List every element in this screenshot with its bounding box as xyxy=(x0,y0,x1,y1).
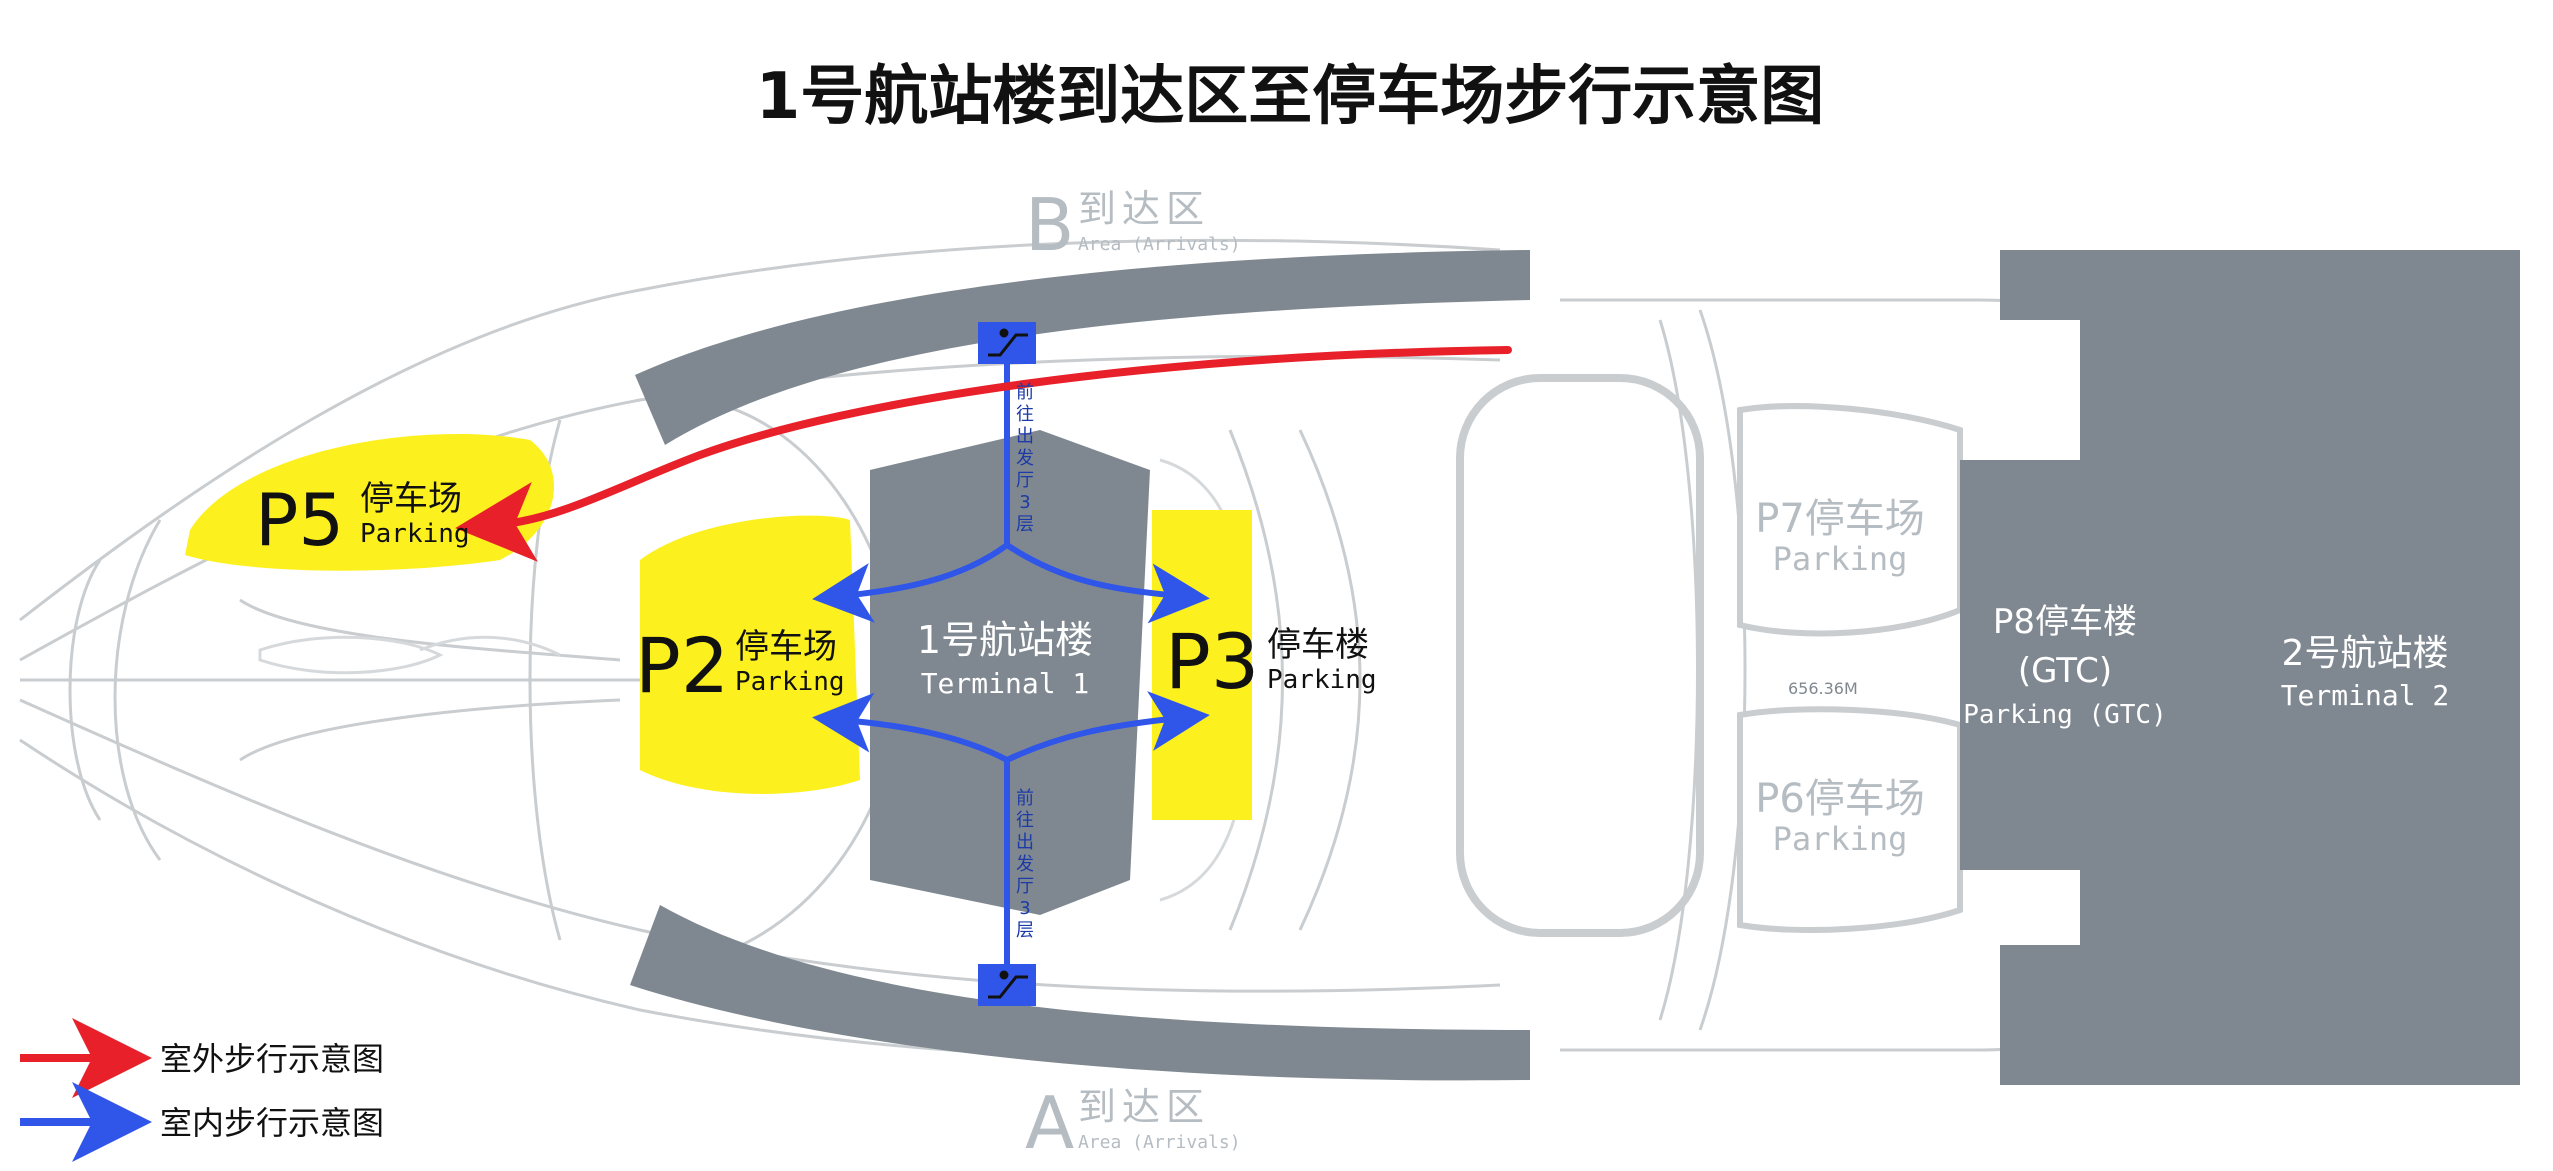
svg-text:发: 发 xyxy=(1016,854,1034,875)
svg-text:厅: 厅 xyxy=(1016,470,1034,491)
svg-text:前: 前 xyxy=(1016,788,1034,809)
central-loop-road xyxy=(1456,374,1704,937)
page-title: 1号航站楼到达区至停车场步行示意图 xyxy=(756,60,1825,134)
escalator-top xyxy=(978,322,1036,364)
svg-text:B: B xyxy=(1025,183,1074,267)
svg-text:P8停车楼: P8停车楼 xyxy=(1993,602,2137,642)
svg-text:Parking (GTC): Parking (GTC) xyxy=(1963,700,2167,730)
svg-text:厅: 厅 xyxy=(1016,876,1034,897)
terminal-buildings xyxy=(630,250,2520,1085)
svg-text:Parking: Parking xyxy=(1773,820,1908,858)
escalator-note-bottom: 前 往 出 发 厅 3 层 xyxy=(1016,788,1034,941)
legend-indoor: 室内步行示意图 xyxy=(20,1082,384,1162)
svg-text:Area (Arrivals): Area (Arrivals) xyxy=(1078,234,1241,255)
svg-text:前: 前 xyxy=(1016,382,1034,403)
svg-text:Parking: Parking xyxy=(735,667,845,697)
p3-label: P3 停车楼 Parking xyxy=(1165,617,1377,706)
p5-label: P5 停车场 Parking xyxy=(255,478,470,562)
p7-lot-outline xyxy=(1737,403,1963,637)
escalator-icon xyxy=(988,970,1028,999)
svg-text:Area (Arrivals): Area (Arrivals) xyxy=(1078,1132,1241,1153)
escalator-bottom xyxy=(978,964,1036,1006)
p7-label: P7停车场 Parking xyxy=(1755,496,1925,578)
svg-text:Terminal 2: Terminal 2 xyxy=(2281,679,2450,712)
svg-text:停车场: 停车场 xyxy=(360,479,462,519)
svg-text:P6停车场: P6停车场 xyxy=(1755,776,1925,822)
p8-label: P8停车楼 (GTC) Parking (GTC) xyxy=(1963,602,2167,730)
svg-text:(GTC): (GTC) xyxy=(2018,651,2112,691)
svg-text:P2: P2 xyxy=(635,621,729,710)
p6-lot-outline xyxy=(1737,706,1963,933)
svg-text:A: A xyxy=(1025,1081,1074,1165)
svg-text:层: 层 xyxy=(1016,514,1034,535)
terminal-1-label: 1号航站楼 Terminal 1 xyxy=(917,618,1093,700)
area-a-label: A 到达区 Area (Arrivals) xyxy=(1025,1081,1241,1165)
svg-text:Terminal 1: Terminal 1 xyxy=(921,667,1090,700)
p6-label: P6停车场 Parking xyxy=(1755,776,1925,858)
p2-label: P2 停车场 Parking xyxy=(635,621,845,710)
distance-label: 656.36M xyxy=(1788,679,1858,698)
svg-text:Parking: Parking xyxy=(1267,665,1377,695)
indoor-routes xyxy=(812,361,1210,967)
svg-text:2号航站楼: 2号航站楼 xyxy=(2282,633,2449,674)
svg-text:3: 3 xyxy=(1019,898,1030,919)
outdoor-route xyxy=(455,346,1512,562)
legend: 室外步行示意图 室内步行示意图 xyxy=(20,1018,384,1162)
p2-area xyxy=(640,515,860,794)
svg-text:出: 出 xyxy=(1016,832,1034,853)
legend-outdoor: 室外步行示意图 xyxy=(20,1018,384,1098)
svg-text:室外步行示意图: 室外步行示意图 xyxy=(160,1040,384,1078)
escalator-note-top: 前 往 出 发 厅 3 层 xyxy=(1016,382,1034,535)
svg-text:3: 3 xyxy=(1019,492,1030,513)
svg-text:P7停车场: P7停车场 xyxy=(1755,496,1925,542)
area-b-label: B 到达区 Area (Arrivals) xyxy=(1025,183,1241,267)
svg-text:到达区: 到达区 xyxy=(1078,1085,1210,1129)
svg-text:往: 往 xyxy=(1016,810,1034,831)
svg-text:停车场: 停车场 xyxy=(735,627,837,667)
svg-text:P5: P5 xyxy=(255,478,344,562)
svg-text:停车楼: 停车楼 xyxy=(1267,625,1369,665)
svg-text:室内步行示意图: 室内步行示意图 xyxy=(160,1104,384,1142)
svg-text:往: 往 xyxy=(1016,404,1034,425)
svg-text:层: 层 xyxy=(1016,920,1034,941)
svg-text:发: 发 xyxy=(1016,448,1034,469)
svg-text:Parking: Parking xyxy=(360,519,470,549)
svg-text:P3: P3 xyxy=(1165,617,1259,706)
escalator-icon xyxy=(988,328,1028,357)
p3-area xyxy=(1152,510,1252,820)
svg-text:出: 出 xyxy=(1016,426,1034,447)
svg-text:到达区: 到达区 xyxy=(1078,187,1210,231)
terminal-2-label: 2号航站楼 Terminal 2 xyxy=(2281,633,2450,712)
parking-highlights xyxy=(185,434,1252,820)
svg-text:Parking: Parking xyxy=(1773,540,1908,578)
svg-text:1号航站楼: 1号航站楼 xyxy=(917,618,1093,662)
